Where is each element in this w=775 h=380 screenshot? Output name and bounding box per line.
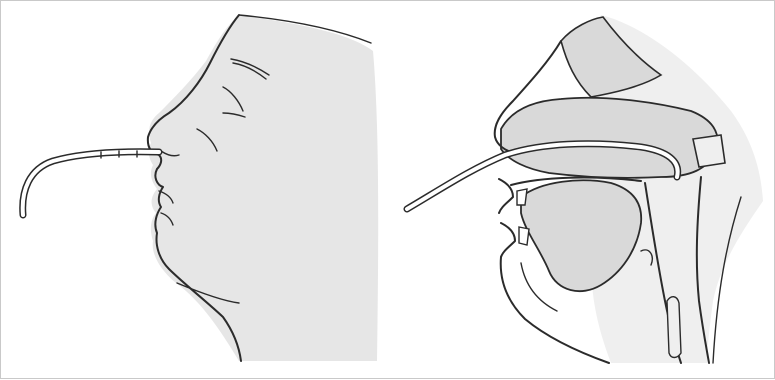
nasal-tube [23,152,159,215]
sagittal-section-panel [407,15,763,363]
lower-lip [501,223,515,257]
nasal-tube-inner [23,152,159,215]
external-profile-panel [23,15,378,361]
larynx [667,297,681,358]
head-profile-fill [149,15,378,361]
nasal-cavity [501,98,718,178]
sphenoid-sinus [693,135,725,167]
